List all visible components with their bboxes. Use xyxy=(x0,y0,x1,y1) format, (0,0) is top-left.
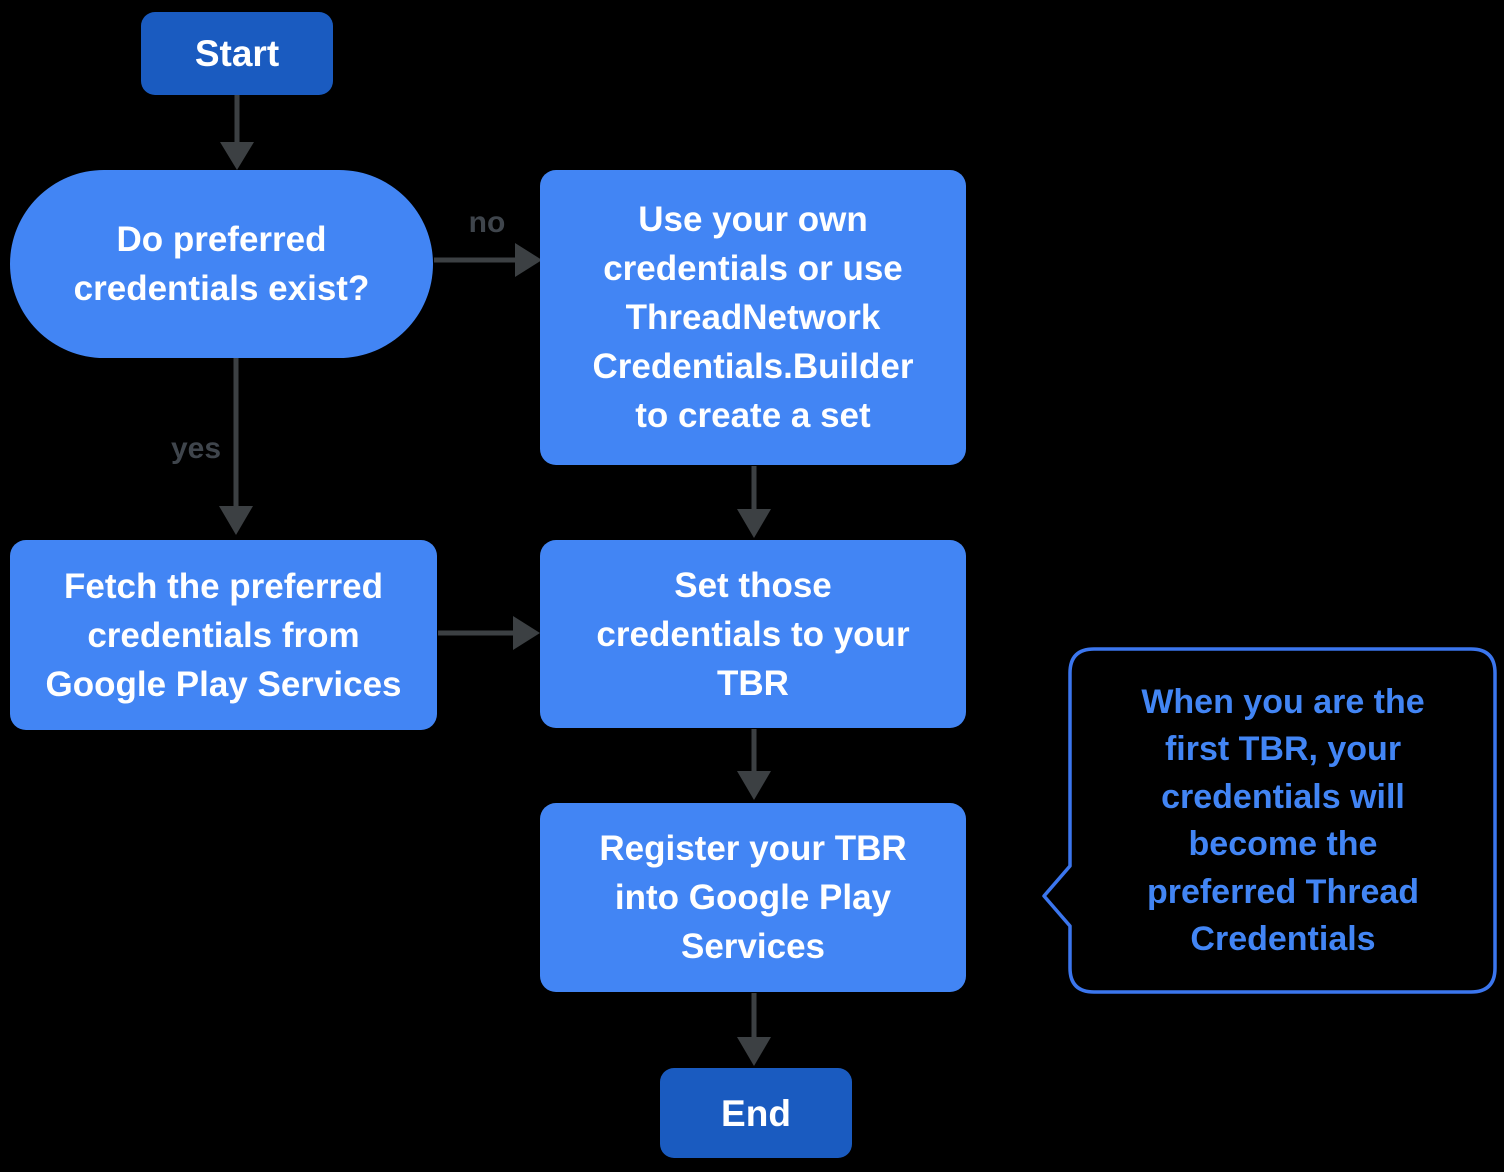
arrow-start-to-decision xyxy=(220,95,254,170)
node-fetch-preferred-credentials: Fetch the preferred credentials from Goo… xyxy=(10,540,437,730)
node-set-credentials-tbr: Set those credentials to your TBR xyxy=(540,540,966,728)
node-end: End xyxy=(660,1068,852,1158)
arrow-set-to-register xyxy=(737,729,771,800)
arrow-decision-no-to-builder xyxy=(434,243,542,277)
node-decision-preferred-credentials: Do preferred credentials exist? xyxy=(10,170,433,358)
callout-bubble-outline xyxy=(1042,647,1497,994)
node-register-tbr: Register your TBR into Google Play Servi… xyxy=(540,803,966,992)
arrow-decision-yes-to-fetch xyxy=(219,358,253,535)
arrow-register-to-end xyxy=(737,993,771,1066)
callout-note-first-tbr: When you are the first TBR, your credent… xyxy=(1141,682,1425,959)
arrow-builder-to-set xyxy=(737,466,771,538)
node-start: Start xyxy=(141,12,333,95)
edge-label-no: no xyxy=(468,206,506,239)
node-use-own-credentials: Use your own credentials or use ThreadNe… xyxy=(540,170,966,465)
edge-label-yes: yes xyxy=(170,432,222,465)
arrow-fetch-to-set xyxy=(438,616,540,650)
